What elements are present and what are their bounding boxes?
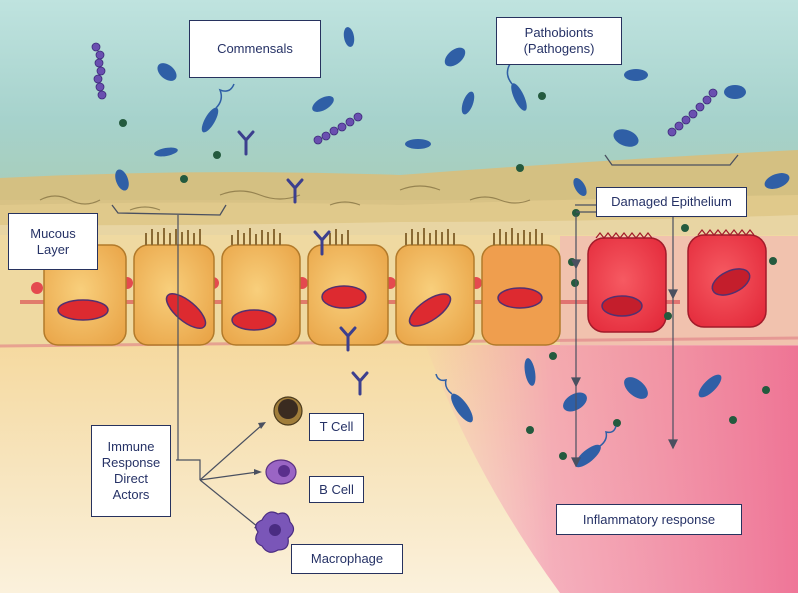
mucous-text-line1: Mucous xyxy=(30,226,76,242)
immune-text-line4: Actors xyxy=(113,487,150,503)
b-cell-icon xyxy=(266,460,296,484)
epithelial-cell xyxy=(134,228,214,345)
particle-icon xyxy=(526,426,534,434)
t-cell-icon xyxy=(274,397,302,425)
epithelial-cell xyxy=(396,228,474,345)
epithelial-cell xyxy=(308,229,388,345)
particle-icon xyxy=(769,257,777,265)
b-cell-label: B Cell xyxy=(309,476,364,503)
particle-icon xyxy=(119,119,127,127)
commensals-label: Commensals xyxy=(189,20,321,78)
immune-response-label: Immune Response Direct Actors xyxy=(91,425,171,517)
particle-icon xyxy=(613,419,621,427)
mucous-text-line2: Layer xyxy=(37,242,70,258)
immune-text-line3: Direct xyxy=(114,471,148,487)
mucous-layer-label: Mucous Layer xyxy=(8,213,98,270)
particle-icon xyxy=(762,386,770,394)
immune-text-line2: Response xyxy=(102,455,161,471)
t-cell-label: T Cell xyxy=(309,413,364,441)
inflammatory-text: Inflammatory response xyxy=(583,512,715,528)
pathobionts-text-line1: Pathobionts xyxy=(525,25,594,41)
damaged-cell xyxy=(688,230,766,327)
particle-icon xyxy=(681,224,689,232)
damaged-epithelium-text: Damaged Epithelium xyxy=(611,194,732,210)
inflammatory-response-label: Inflammatory response xyxy=(556,504,742,535)
particle-icon xyxy=(538,92,546,100)
particle-icon xyxy=(664,312,672,320)
particle-icon xyxy=(180,175,188,183)
macrophage-text: Macrophage xyxy=(311,551,383,567)
particle-icon xyxy=(516,164,524,172)
particle-icon xyxy=(213,151,221,159)
particle-icon xyxy=(729,416,737,424)
rod-bacterium-icon xyxy=(405,139,431,149)
damaged-epithelium-label: Damaged Epithelium xyxy=(596,187,747,217)
pathobionts-label: Pathobionts (Pathogens) xyxy=(496,17,622,65)
b-cell-text: B Cell xyxy=(319,482,354,498)
macrophage-label: Macrophage xyxy=(291,544,403,574)
particle-icon xyxy=(571,279,579,287)
pathobionts-text-line2: (Pathogens) xyxy=(524,41,595,57)
immune-text-line1: Immune xyxy=(108,439,155,455)
epithelial-cell xyxy=(482,228,560,345)
particle-icon xyxy=(549,352,557,360)
commensals-text: Commensals xyxy=(217,41,293,57)
damaged-cell xyxy=(588,233,666,332)
rod-bacterium-icon xyxy=(624,69,648,81)
rod-bacterium-icon xyxy=(724,85,746,99)
particle-icon xyxy=(559,452,567,460)
t-cell-text: T Cell xyxy=(320,419,354,435)
epithelial-cell xyxy=(222,228,300,345)
